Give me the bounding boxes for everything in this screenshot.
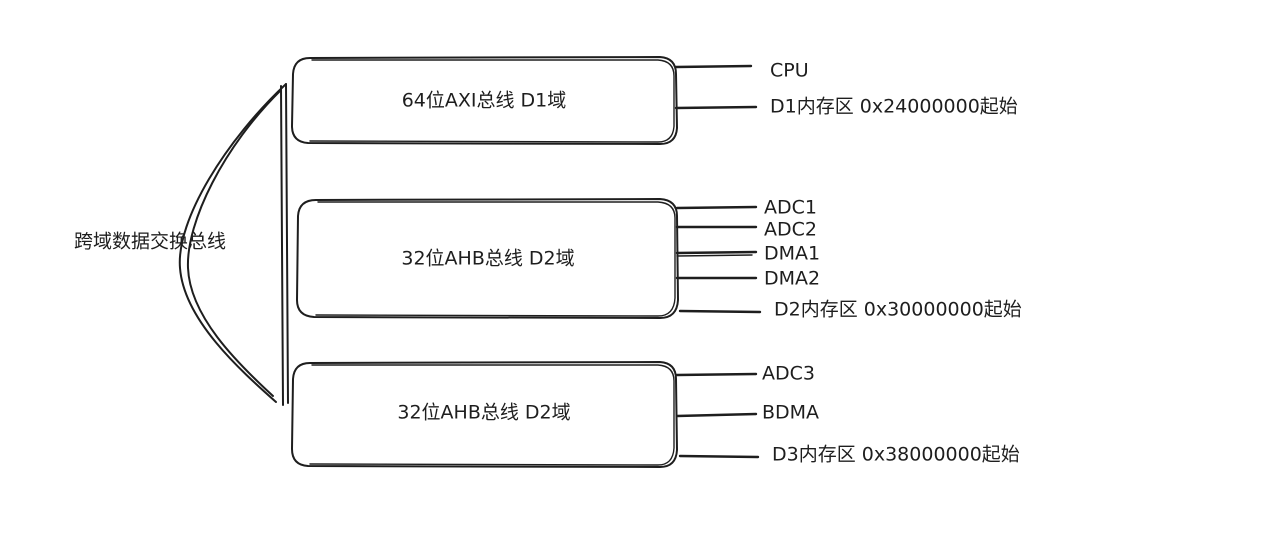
connector-lines-d1 bbox=[674, 64, 758, 110]
connector-lines-d2 bbox=[675, 205, 762, 314]
domain-label-d1: 64位AXI总线 D1域 bbox=[402, 90, 567, 112]
connection-label: ADC3 bbox=[762, 363, 815, 385]
connection-label: D2内存区 0x30000000起始 bbox=[774, 299, 1022, 321]
connection-label: D1内存区 0x24000000起始 bbox=[770, 96, 1018, 118]
domain-label-d3: 32位AHB总线 D2域 bbox=[397, 402, 570, 424]
connection-label: ADC2 bbox=[764, 219, 817, 241]
connector-lines-d3 bbox=[675, 372, 760, 459]
domain-label-d2: 32位AHB总线 D2域 bbox=[401, 248, 574, 270]
crossbar-label: 跨域数据交换总线 bbox=[74, 231, 226, 253]
connection-label: DMA1 bbox=[764, 243, 820, 265]
connection-label: BDMA bbox=[762, 402, 819, 424]
connection-label: ADC1 bbox=[764, 197, 817, 219]
connection-label: D3内存区 0x38000000起始 bbox=[772, 444, 1020, 466]
domain-box-d1 bbox=[291, 56, 678, 145]
domain-box-d2 bbox=[296, 198, 679, 319]
domain-box-d3 bbox=[291, 361, 678, 468]
connection-label: DMA2 bbox=[764, 268, 820, 290]
connection-label: CPU bbox=[770, 60, 809, 82]
crossbar-bracket bbox=[178, 83, 289, 406]
